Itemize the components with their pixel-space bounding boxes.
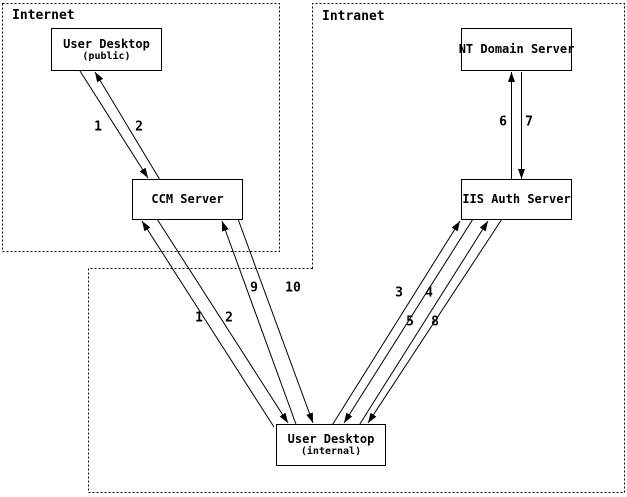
edge-label-step9: 9 (250, 280, 258, 296)
intranet-region-label: Intranet (322, 9, 385, 24)
arrow-step10 (237, 218, 314, 424)
arrow-step1-internal (141, 220, 275, 428)
edge-label-step1-internal: 1 (195, 310, 203, 326)
internet-region-label: Internet (12, 8, 75, 23)
arrow-step9 (221, 220, 298, 428)
arrow-step5 (357, 220, 489, 428)
arrow-step4 (343, 218, 474, 424)
arrow-step8 (367, 218, 503, 424)
edge-label-step2-internal: 2 (225, 310, 233, 326)
node-sublabel: (public) (82, 50, 131, 62)
node-label: NT Domain Server (458, 42, 575, 56)
node-ccm-server: CCM Server (132, 179, 243, 220)
node-label: User Desktop (287, 432, 375, 446)
arrow-step2-public (94, 71, 161, 181)
edge-label-step6: 6 (499, 114, 507, 130)
node-sublabel: (internal) (300, 446, 362, 457)
edge-label-step4: 4 (425, 285, 433, 301)
edge-label-step2-public: 2 (135, 119, 143, 135)
edge-label-step3: 3 (395, 285, 403, 301)
node-label: CCM Server (151, 192, 224, 206)
arrow-step2-internal (156, 218, 289, 424)
node-iis-auth-server: IIS Auth Server (461, 179, 572, 220)
edge-label-step10: 10 (285, 280, 301, 296)
node-nt-domain-server: NT Domain Server (458, 28, 575, 71)
node-user-desktop-public: User Desktop (public) (51, 28, 162, 71)
edge-label-step5: 5 (406, 314, 414, 330)
arrow-step1-public (79, 70, 149, 179)
node-label: User Desktop (63, 36, 150, 51)
edge-label-step1-public: 1 (94, 119, 102, 135)
internet-region-border (2, 3, 280, 252)
node-user-desktop-internal: User Desktop (internal) (276, 424, 386, 466)
arrow-step3 (330, 220, 461, 428)
node-label: IIS Auth Server (462, 192, 571, 206)
intranet-region-border (88, 3, 625, 493)
edge-label-step8: 8 (431, 314, 439, 330)
edge-label-step7: 7 (525, 114, 533, 130)
